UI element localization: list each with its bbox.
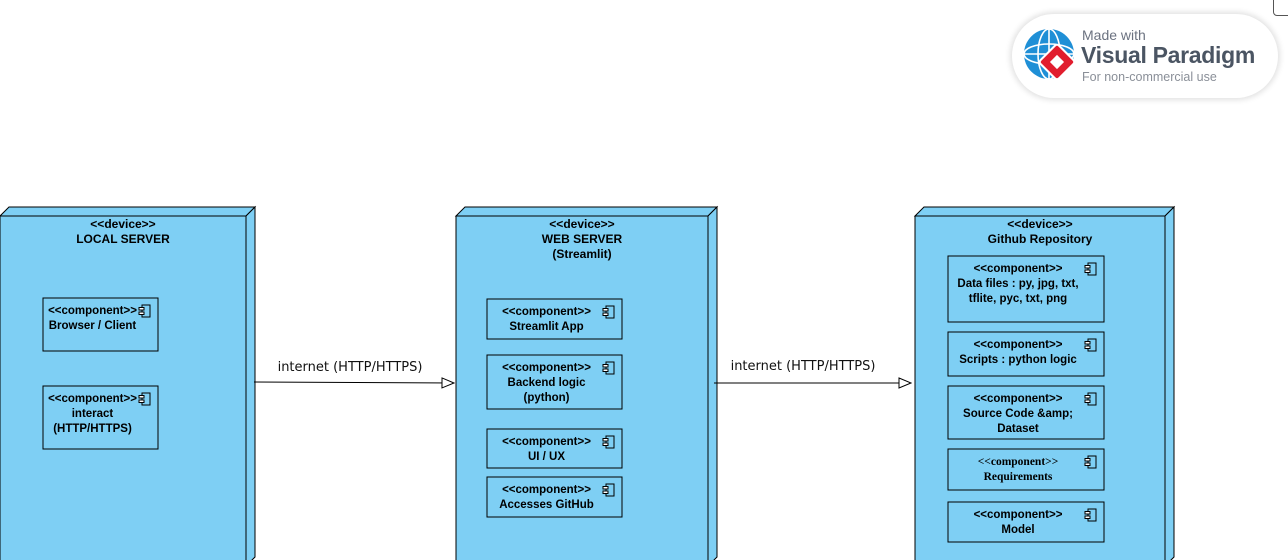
node-title: WEB SERVER (542, 232, 623, 246)
component-stereotype: <<component>> (974, 339, 1063, 351)
component-stereotype: <<component>> (974, 263, 1063, 275)
component-icon (138, 304, 151, 318)
component-stereotype: <<component>> (974, 509, 1063, 521)
visual-paradigm-badge[interactable]: Made with Visual Paradigm For non-commer… (1012, 14, 1278, 98)
node-stereotype: <<device>> (90, 217, 155, 231)
component-frame (486, 354, 623, 410)
component-frame (42, 297, 159, 352)
component-box[interactable]: <<component>> Source Code &amp; Dataset (947, 385, 1105, 440)
badge-note: For non-commercial use (1082, 70, 1217, 84)
component-frame (947, 501, 1105, 543)
component-box[interactable]: <<component>> interact (HTTP/HTTPS) (42, 385, 159, 450)
component-stereotype: <<component>> (978, 456, 1059, 468)
component-label: Dataset (997, 423, 1039, 435)
component-label: UI / UX (528, 451, 565, 463)
edge-web-github[interactable]: internet (HTTP/HTTPS) (714, 359, 911, 383)
component-label: tflite, pyc, txt, png (969, 293, 1067, 305)
node-side-face (1164, 205, 1175, 560)
component-stereotype: <<component>> (502, 362, 591, 374)
component-frame (486, 476, 623, 518)
node-top-face (0, 206, 257, 217)
component-box[interactable]: <<component>> Model (947, 501, 1105, 543)
component-stereotype: <<component>> (502, 306, 591, 318)
component-frame (486, 428, 623, 469)
component-label: Scripts : python logic (959, 354, 1077, 366)
component-label: (python) (524, 392, 570, 404)
component-box[interactable]: <<component>> Streamlit App (486, 298, 623, 340)
node-github[interactable]: <<device>>Github Repository <<component>>… (913, 205, 1176, 560)
edge-line (253, 382, 454, 383)
component-frame (947, 331, 1105, 377)
component-label: interact (72, 408, 114, 420)
component-box[interactable]: <<component>> Data files : py, jpg, txt, t… (947, 255, 1105, 323)
corner-frame-edge (1273, 0, 1288, 16)
edge-label: internet (HTTP/HTTPS) (731, 359, 876, 374)
component-box[interactable]: <<component>> Browser / Client (42, 297, 159, 352)
badge-made-with: Made with (1082, 27, 1146, 43)
component-stereotype: <<component>> (48, 393, 137, 405)
component-label: Streamlit App (509, 321, 583, 333)
component-label: Accesses GitHub (499, 499, 594, 511)
component-label: Backend logic (508, 377, 587, 389)
component-icon (602, 435, 615, 449)
component-box[interactable]: <<component>> Accesses GitHub (486, 476, 623, 518)
component-icon (1084, 262, 1097, 276)
node-title: (Streamlit) (552, 247, 611, 261)
component-icon (1084, 455, 1097, 469)
node-top-face (454, 206, 719, 217)
component-icon (1084, 338, 1097, 352)
component-box[interactable]: <<component>> UI / UX (486, 428, 623, 469)
component-label: Requirements (984, 471, 1053, 483)
node-local[interactable]: <<device>>LOCAL SERVER <<component>> Brows… (0, 205, 257, 560)
component-label: Source Code &amp; (963, 408, 1073, 420)
node-stereotype: <<device>> (549, 217, 614, 231)
component-stereotype: <<component>> (974, 393, 1063, 405)
component-frame (947, 448, 1105, 491)
visual-paradigm-logo-icon (1023, 28, 1076, 81)
component-label: Model (1001, 524, 1034, 536)
component-icon (1084, 508, 1097, 522)
component-box[interactable]: <<component>> Requirements (947, 448, 1105, 491)
node-title: LOCAL SERVER (76, 232, 170, 246)
component-icon (602, 483, 615, 497)
component-icon (138, 392, 151, 406)
component-icon (602, 361, 615, 375)
component-label: Data files : py, jpg, txt, (957, 278, 1078, 290)
node-side-face (245, 205, 256, 560)
component-stereotype: <<component>> (502, 484, 591, 496)
component-frame (486, 298, 623, 340)
edge-local-web[interactable]: internet (HTTP/HTTPS) (253, 360, 454, 383)
component-box[interactable]: <<component>> Backend logic (python) (486, 354, 623, 410)
node-web[interactable]: <<device>>WEB SERVER(Streamlit) <<compone… (454, 205, 719, 560)
node-stereotype: <<device>> (1007, 217, 1072, 231)
component-stereotype: <<component>> (502, 436, 591, 448)
component-frame (947, 255, 1105, 323)
component-label: Browser / Client (49, 320, 137, 332)
edge-label: internet (HTTP/HTTPS) (278, 360, 423, 375)
component-frame (947, 385, 1105, 440)
node-top-face (913, 206, 1176, 217)
node-title: Github Repository (988, 232, 1093, 246)
component-icon (602, 305, 615, 319)
component-icon (1084, 392, 1097, 406)
component-box[interactable]: <<component>> Scripts : python logic (947, 331, 1105, 377)
component-stereotype: <<component>> (48, 305, 137, 317)
badge-brand: Visual Paradigm (1081, 42, 1256, 68)
component-label: (HTTP/HTTPS) (53, 423, 132, 435)
